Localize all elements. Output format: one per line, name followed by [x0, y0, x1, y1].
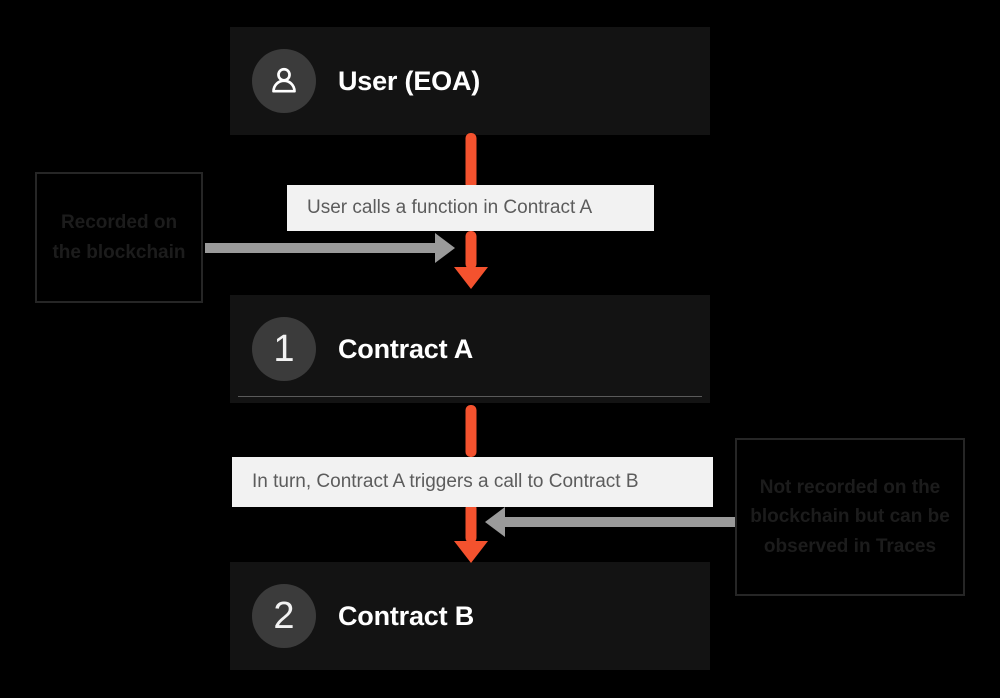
node-contract-b[interactable]: 2 Contract B: [230, 562, 710, 670]
node-label-contract-a: Contract A: [338, 333, 474, 364]
annotation-text: Recorded on the blockchain: [52, 212, 186, 263]
node-contract-a[interactable]: 1 Contract A: [230, 295, 710, 403]
step-number: 2: [273, 595, 295, 637]
gray-arrow-shaft: [205, 243, 437, 253]
caption-user-calls-function: User calls a function in Contract A: [287, 185, 654, 231]
orange-arrow-user-to-contract-a: [451, 133, 491, 291]
gray-arrow-shaft: [503, 517, 735, 527]
caption-contract-a-triggers-call: In turn, Contract A triggers a call to C…: [232, 457, 713, 507]
gray-arrow-head-left: [485, 507, 505, 537]
arrow-shaft-lower: [465, 231, 477, 269]
node-user[interactable]: User (EOA): [230, 27, 710, 135]
step-badge-1: 1: [252, 317, 316, 381]
arrow-head-down: [454, 267, 488, 289]
arrow-shaft-lower: [465, 503, 477, 543]
arrow-head-down: [454, 541, 488, 563]
annotation-recorded-on-blockchain: Recorded on the blockchain: [35, 172, 203, 303]
gray-arrow-right-annotation: [485, 507, 735, 537]
person-icon: [252, 49, 316, 113]
node-label-user: User (EOA): [338, 65, 481, 96]
annotation-text: Not recorded on the blockchain but can b…: [750, 476, 950, 557]
arrow-shaft-upper: [465, 133, 477, 189]
annotation-not-recorded-on-blockchain: Not recorded on the blockchain but can b…: [735, 438, 965, 596]
gray-arrow-head-right: [435, 233, 455, 263]
step-number: 1: [273, 328, 295, 370]
step-badge-2: 2: [252, 584, 316, 648]
node-label-contract-b: Contract B: [338, 600, 475, 631]
gray-arrow-left-annotation: [205, 233, 455, 263]
arrow-shaft-upper: [465, 405, 477, 457]
orange-arrow-contract-a-to-contract-b: [451, 405, 491, 563]
